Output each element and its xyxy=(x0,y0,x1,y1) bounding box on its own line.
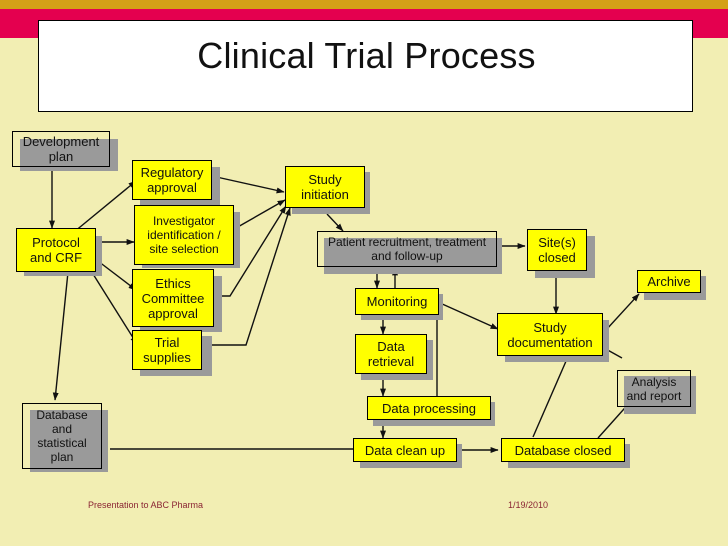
node-study-initiation[interactable]: Study initiation xyxy=(285,166,365,208)
page-title: Clinical Trial Process xyxy=(197,35,536,76)
node-data-retrieval[interactable]: Data retrieval xyxy=(355,334,427,374)
node-development-plan[interactable]: Development plan xyxy=(12,131,110,167)
footer-presentation-label: Presentation to ABC Pharma xyxy=(88,500,204,510)
node-analysis-and-report[interactable]: Analysis and report xyxy=(617,370,691,407)
node-sites-closed[interactable]: Site(s) closed xyxy=(527,229,587,271)
edge-protocol-dbplan xyxy=(52,271,69,401)
node-data-clean-up[interactable]: Data clean up xyxy=(353,438,457,462)
node-regulatory-approval[interactable]: Regulatory approval xyxy=(132,160,212,200)
edge-protocol-regulatory xyxy=(73,180,137,233)
top-gold-bar xyxy=(0,0,728,9)
node-trial-supplies[interactable]: Trial supplies xyxy=(132,330,202,370)
edge-studydoc-dbclosed xyxy=(532,351,571,438)
shadow-development-plan xyxy=(20,139,118,171)
node-data-processing[interactable]: Data processing xyxy=(367,396,491,420)
node-monitoring[interactable]: Monitoring xyxy=(355,288,439,315)
node-study-documentation[interactable]: Study documentation xyxy=(497,313,603,356)
node-investigator-selection[interactable]: Investigator identification / site selec… xyxy=(134,205,234,265)
node-ethics-committee[interactable]: Ethics Committee approval xyxy=(132,269,214,327)
shadow-analysis xyxy=(624,376,696,414)
edge-investigator-studyinit xyxy=(235,199,286,229)
shadow-database-plan xyxy=(30,410,108,472)
node-archive[interactable]: Archive xyxy=(637,270,701,293)
edge-protocol-trialsupplies xyxy=(87,265,138,345)
edge-studyinit-patient xyxy=(326,213,344,232)
footer-date-label: 1/19/2010 xyxy=(508,500,549,510)
edge-studydoc-archive xyxy=(605,293,640,331)
shadow-patient-recruitment xyxy=(324,238,502,274)
title-placeholder: Clinical Trial Process xyxy=(38,20,693,112)
edge-regulatory-studyinit xyxy=(211,175,285,194)
node-database-closed[interactable]: Database closed xyxy=(501,438,625,462)
node-database-statistical-plan[interactable]: Database and statistical plan xyxy=(22,403,102,469)
node-patient-recruitment[interactable]: Patient recruitment, treatment and follo… xyxy=(317,231,497,267)
node-protocol-and-crf[interactable]: Protocol and CRF xyxy=(16,228,96,272)
edge-monitoring-studydoc xyxy=(439,302,499,330)
